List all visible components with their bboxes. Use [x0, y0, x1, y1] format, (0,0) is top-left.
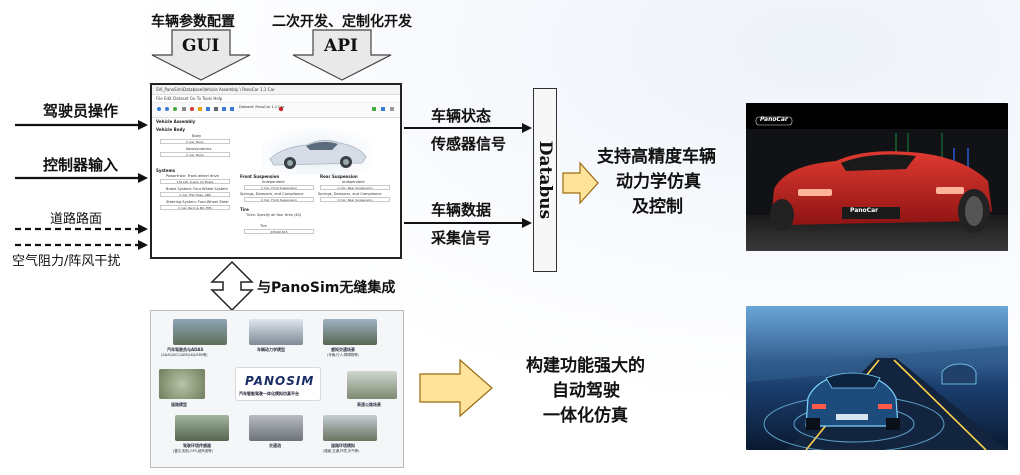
thumb-environment-caption: 道路环境模拟: [331, 443, 355, 448]
thumb-traffic-scene: [323, 319, 377, 345]
aero-select[interactable]: C Car: Body: [160, 152, 230, 157]
result-bottom-line-2: 自动驾驶: [552, 381, 620, 401]
red-car-illustration: [746, 103, 1008, 251]
result-bottom-line-1: 构建功能强大的: [526, 356, 645, 376]
driver-input-label: 驾驶员操作: [43, 102, 119, 120]
steering-select[interactable]: C Car: Rack & Pin; EPS: [160, 205, 230, 210]
thumb-traffic-scene-sub: (车辆,行人,障碍物等): [327, 353, 359, 357]
integration-double-arrow: [210, 260, 254, 312]
brake-label: Brake System: Four-Wheel System: [166, 187, 228, 191]
databus-label: Databus: [535, 140, 555, 220]
gui-label: GUI: [182, 36, 220, 56]
blue-car-illustration: [746, 306, 1008, 450]
databus-box: [533, 88, 557, 272]
front-susp-select[interactable]: C Car: Front Suspension: [244, 185, 314, 190]
thumb-sensors-sub: (雷达,相机,GPS,超声波等): [173, 449, 213, 453]
data-label-2: 采集信号: [431, 229, 492, 247]
vehicle-assembly-window: SVI_PanoSim\Database\Vehicle Assembly \ …: [150, 83, 402, 259]
window-title-bar: SVI_PanoSim\Database\Vehicle Assembly \ …: [152, 85, 400, 95]
panosim-logo-card: [235, 367, 321, 401]
thumb-highway-caption: 高速公路场景: [357, 402, 381, 407]
thumb-adas-caption: 汽车驾驶员与ADAS: [167, 347, 204, 352]
front-springs-label: Springs, Dampers, and Compliance: [240, 192, 304, 196]
window-toolbar: Dataset: PanoCar 1.1 Car: [152, 103, 400, 118]
toolbar-icons: [157, 106, 394, 112]
tire-mode-label: Tires: Specify all four tires (4S): [246, 213, 302, 217]
body-field-label: Body: [192, 134, 202, 138]
controller-input-label: 控制器输入: [43, 156, 119, 174]
road-input-label: 道路路面: [50, 212, 103, 227]
thumb-environment: [323, 415, 377, 441]
thumb-dynamics-caption: 车辆动力学模型: [257, 347, 285, 352]
gui-down-arrow: [151, 29, 251, 81]
integration-label: 与PanoSim无缝集成: [257, 280, 396, 296]
thumb-environment-sub: (路面,交通,环境,天气等): [323, 449, 360, 453]
thumb-traffic-flow: [249, 415, 303, 441]
vehicle-body-section: Vehicle Body: [156, 127, 185, 132]
result-bottom-line-3: 一体化仿真: [543, 406, 628, 426]
api-down-arrow: [292, 29, 392, 81]
tire-section: Tire: [240, 207, 249, 212]
red-car-photo: PanoCar PanoCar: [746, 103, 1008, 251]
thumb-traffic-scene-caption: 感知交通场景: [331, 347, 355, 352]
blue-car-photo: [746, 306, 1008, 450]
state-label-2: 传感器信号: [431, 135, 507, 153]
panosim-to-result-arrow: [419, 358, 493, 418]
photo-brand-logo: PanoCar: [760, 116, 788, 123]
result-top-line-3: 及控制: [632, 197, 683, 217]
panosim-logo: PANOSIM: [245, 374, 315, 388]
thumb-road: [159, 369, 205, 399]
window-menu-bar: File Edit Dataset Go To Tools Help: [152, 95, 400, 103]
rear-suspension-section: Rear Suspension: [320, 174, 358, 179]
result-top-line-2: 动力学仿真: [616, 172, 701, 192]
front-springs-select[interactable]: C Car: Front Suspension: [244, 197, 314, 202]
rear-susp-select[interactable]: C Car: Rear Suspension: [320, 185, 390, 190]
body-select[interactable]: C Car: Body: [160, 139, 230, 144]
thumb-traffic-flow-caption: 交通流: [269, 443, 281, 448]
databus-to-result-arrow: [562, 161, 599, 205]
api-caption: 二次开发、定制化开发: [272, 14, 412, 30]
car-render: [262, 125, 372, 175]
tire-select[interactable]: 225/60 R15: [244, 229, 314, 234]
gui-caption: 车辆参数配置: [151, 14, 235, 30]
thumb-adas-sub: (ADAS/ACC/AEB/LKA/APA等): [161, 353, 208, 357]
brake-select[interactable]: C Car: ESC Pass, ABS: [160, 192, 230, 197]
systems-section: Systems: [156, 168, 176, 173]
data-label-1: 车辆数据: [431, 201, 492, 219]
rear-springs-label: Springs, Dampers, and Compliance: [318, 192, 382, 196]
powertrain-select[interactable]: 170 kW, 6-spd, I/V Brake: [160, 179, 230, 184]
api-label: API: [324, 36, 358, 56]
state-label-1: 车辆状态: [431, 107, 492, 125]
thumb-road-caption: 道路模型: [171, 402, 187, 407]
front-suspension-section: Front Suspension: [240, 174, 280, 179]
rear-type-label: Independent: [342, 180, 365, 184]
steering-label: Steering System: Four-Wheel Steer: [166, 200, 229, 204]
wind-input-label: 空气阻力/阵风干扰: [12, 254, 121, 269]
thumb-sensors: [175, 415, 229, 441]
result-top-line-1: 支持高精度车辆: [597, 147, 716, 167]
front-type-label: Independent: [262, 180, 285, 184]
aero-field-label: Aerodynamics: [186, 147, 212, 151]
dataset-label: Dataset: PanoCar 1.1 Car: [239, 105, 285, 109]
page-title: Vehicle Assembly: [156, 119, 196, 124]
panosim-subtitle: 汽车智能驾驶一体化模拟仿真平台: [239, 391, 299, 396]
thumb-highway: [347, 371, 397, 399]
panosim-panel: 汽车驾驶员与ADAS (ADAS/ACC/AEB/LKA/APA等) 车辆动力学…: [150, 310, 404, 468]
thumb-sensors-caption: 驾驶环境传感器: [183, 443, 211, 448]
powertrain-label: Powertrain: Front-wheel drive: [166, 174, 219, 178]
tire-label: Tire: [260, 224, 267, 228]
thumb-dynamics: [249, 319, 303, 345]
thumb-adas: [173, 319, 227, 345]
photo-plate: PanoCar: [850, 207, 879, 214]
rear-springs-select[interactable]: C Car: Rear Suspension: [320, 197, 390, 202]
